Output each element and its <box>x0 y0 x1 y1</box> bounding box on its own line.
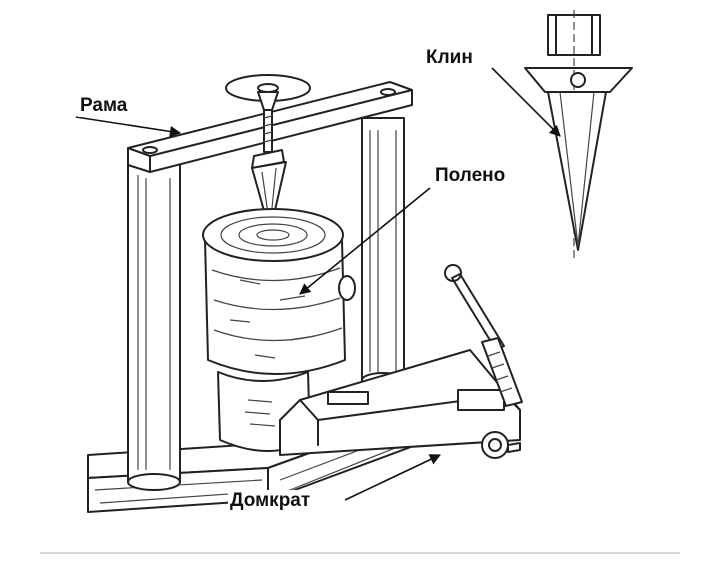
log <box>202 208 356 375</box>
bottom-divider <box>40 552 680 554</box>
jack-leader <box>344 454 442 501</box>
left-column <box>127 159 181 491</box>
jack <box>217 349 521 459</box>
wedge-label: Клин <box>424 47 475 69</box>
frame-leader <box>75 116 182 138</box>
frame-label: Рама <box>78 95 130 117</box>
log-label: Полено <box>433 165 508 187</box>
jack-label: Домкрат <box>228 490 313 512</box>
leader-lines <box>75 67 561 501</box>
right-column <box>361 117 405 388</box>
screw-handwheel <box>225 74 311 169</box>
wedge-leader <box>491 67 561 137</box>
wedge-detail-inset <box>524 10 633 260</box>
log-leader <box>299 187 431 295</box>
jack-lever <box>444 264 523 407</box>
